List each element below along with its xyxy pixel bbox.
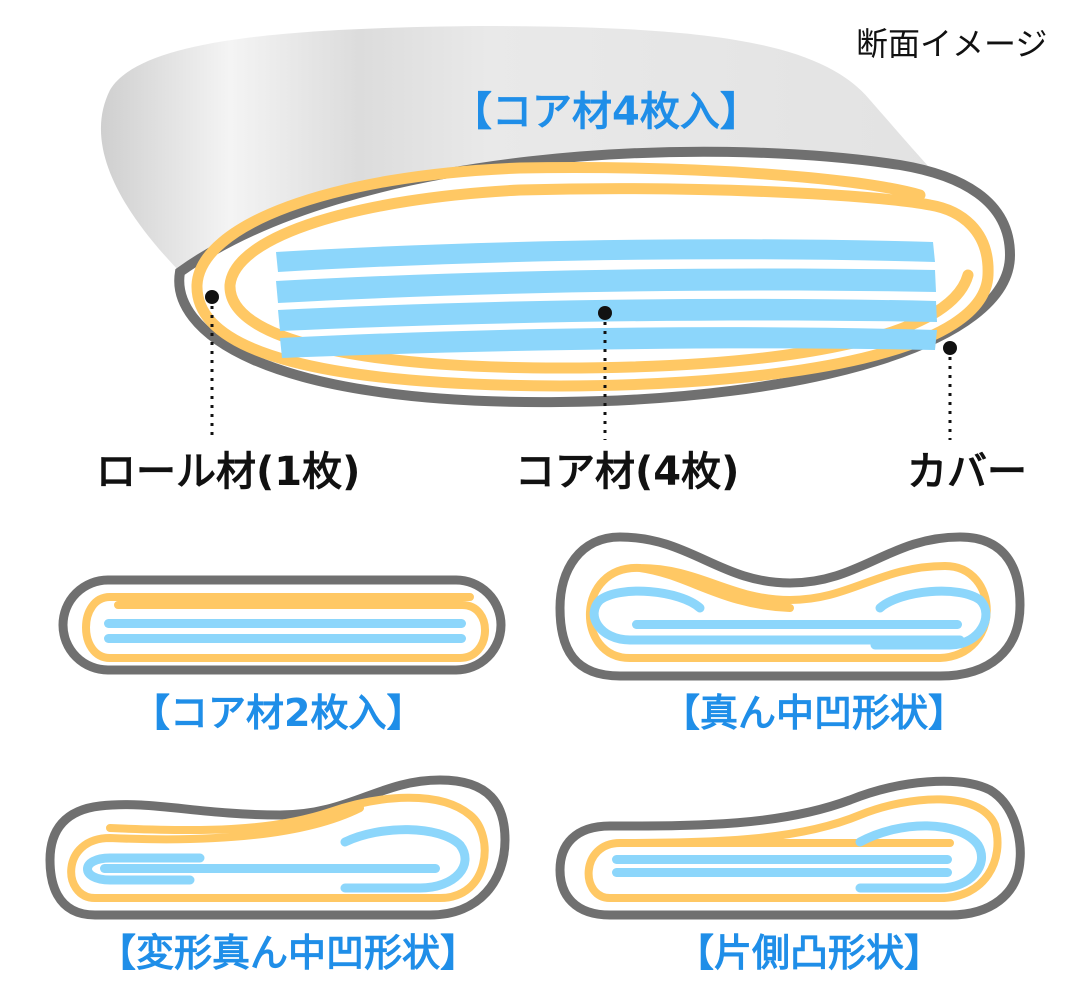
main-title: 【コア材4枚入】 (452, 89, 760, 135)
variant-deformed-concave-sheet (100, 864, 440, 873)
variant-core-2 (58, 575, 506, 675)
variant-core-2-sheet-2 (104, 634, 466, 643)
variant-side-convex-sheet-2 (612, 868, 952, 877)
callout-cover-label: カバー (907, 449, 1027, 495)
roll-callout-dot (205, 290, 219, 304)
callout-core-label: コア材(4枚) (515, 449, 740, 495)
variant-center-concave-core-left (589, 586, 965, 645)
variant-side-convex-core (855, 821, 986, 893)
variant-label-center-concave: 【真ん中凹形状】 (662, 691, 967, 735)
variant-deformed-concave-roll (67, 793, 489, 902)
header-label: 断面イメージ (856, 25, 1048, 63)
variant-side-convex-sheet-1 (612, 855, 952, 864)
variant-side-convex (555, 776, 1025, 920)
variant-core-2-roll (82, 593, 489, 662)
variant-center-concave-core-right (870, 586, 991, 650)
main-cushion (100, 26, 1016, 440)
core-sheet-1 (276, 239, 935, 272)
variant-label-core-2: 【コア材2枚入】 (132, 691, 425, 735)
variant-center-concave-sheet (632, 620, 962, 629)
variant-label-deformed-concave: 【変形真ん中凹形状】 (98, 931, 479, 975)
cover-callout-dot (943, 341, 957, 355)
variant-deformed-concave-core (83, 825, 470, 893)
core-sheet-2 (276, 268, 936, 303)
core-callout-dot (598, 306, 612, 320)
variant-side-convex-roll (584, 795, 1002, 902)
variant-label-side-convex: 【片側凸形状】 (676, 931, 943, 975)
variant-center-concave (555, 532, 1025, 681)
roll-material (191, 162, 994, 392)
variant-core-2-sheet-1 (104, 619, 466, 628)
variant-deformed-concave (45, 775, 510, 920)
callout-roll-label: ロール材(1枚) (96, 449, 361, 495)
variant-side-convex-cover (555, 776, 1025, 920)
core-sheet-4 (280, 327, 937, 358)
